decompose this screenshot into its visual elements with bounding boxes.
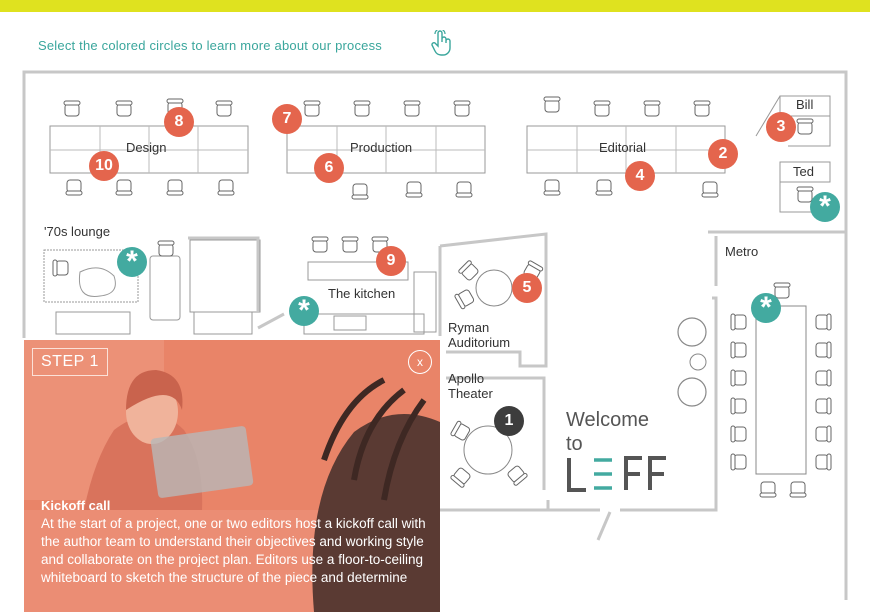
leff-logo — [567, 456, 666, 492]
room-label-design: Design — [126, 140, 167, 155]
room-label-editorial: Editorial — [599, 140, 646, 155]
process-marker-3[interactable]: 3 — [766, 112, 796, 142]
process-marker-9[interactable]: 9 — [376, 246, 406, 276]
close-icon[interactable]: x — [408, 350, 432, 374]
info-marker-lounge[interactable]: * — [117, 247, 147, 277]
instruction-text: Select the colored circles to learn more… — [38, 38, 382, 53]
info-marker-ted[interactable]: * — [810, 192, 840, 222]
ryman-line-1: Ryman — [448, 320, 490, 335]
process-marker-7[interactable]: 7 — [272, 104, 302, 134]
welcome-line-2: to — [566, 433, 583, 455]
kickoff-photo — [24, 340, 440, 612]
process-marker-4[interactable]: 4 — [625, 161, 655, 191]
step-description: At the start of a project, one or two ed… — [41, 516, 426, 585]
info-marker-kitchen[interactable]: * — [289, 296, 319, 326]
process-marker-1[interactable]: 1 — [494, 406, 524, 436]
room-label-bill: Bill — [796, 97, 814, 112]
process-marker-6[interactable]: 6 — [314, 153, 344, 183]
tap-hand-icon — [431, 30, 451, 56]
process-marker-2[interactable]: 2 — [708, 139, 738, 169]
step-title: Kickoff call — [41, 498, 111, 513]
apollo-line-2: Theater — [448, 386, 493, 401]
room-label-ted: Ted — [793, 164, 814, 179]
room-label-metro: Metro — [725, 244, 759, 259]
info-marker-metro[interactable]: * — [751, 293, 781, 323]
room-label-lounge: '70s lounge — [44, 224, 111, 239]
step-detail-panel: STEP 1 x Kickoff call At the start of a … — [24, 340, 440, 612]
welcome-line-1: Welcome — [566, 409, 649, 431]
room-label-kitchen: The kitchen — [328, 286, 396, 301]
room-label-apollo: Apollo Theater — [448, 371, 493, 401]
process-marker-8[interactable]: 8 — [164, 107, 194, 137]
ryman-line-2: Auditorium — [448, 335, 511, 350]
welcome-text: Welcome to — [566, 408, 649, 456]
room-label-production: Production — [350, 140, 413, 155]
process-marker-10[interactable]: 10 — [89, 151, 119, 181]
step-badge: STEP 1 — [32, 348, 108, 376]
room-label-ryman: Ryman Auditorium — [448, 320, 510, 350]
apollo-line-1: Apollo — [448, 371, 485, 386]
top-accent-bar — [0, 0, 870, 12]
process-marker-5[interactable]: 5 — [512, 273, 542, 303]
